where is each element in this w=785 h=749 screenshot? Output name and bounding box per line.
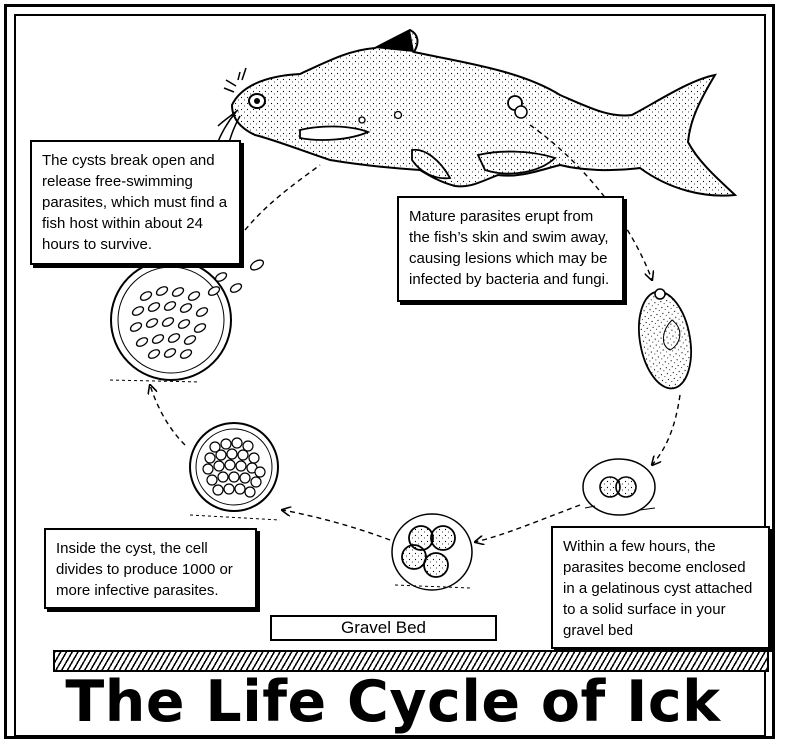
note-mature-parasites: Mature parasites erupt from the fish’s s…	[397, 196, 624, 302]
note-cell-divides: Inside the cyst, the cell divides to pro…	[44, 528, 257, 609]
note-cysts-break-open: The cysts break open and release free-sw…	[30, 140, 241, 265]
gravel-bed-label: Gravel Bed	[270, 615, 497, 641]
fish-illustration	[215, 30, 735, 196]
cyst-releasing-theronts	[110, 258, 265, 382]
page-title: The Life Cycle of Ick	[20, 673, 766, 731]
cyst-4-cell	[392, 514, 472, 590]
cyst-2-cell	[583, 459, 655, 515]
note-enclosed-cyst: Within a few hours, the parasites become…	[551, 526, 770, 649]
cyst-many-cell	[190, 423, 280, 520]
trophont-parasite	[632, 287, 698, 392]
